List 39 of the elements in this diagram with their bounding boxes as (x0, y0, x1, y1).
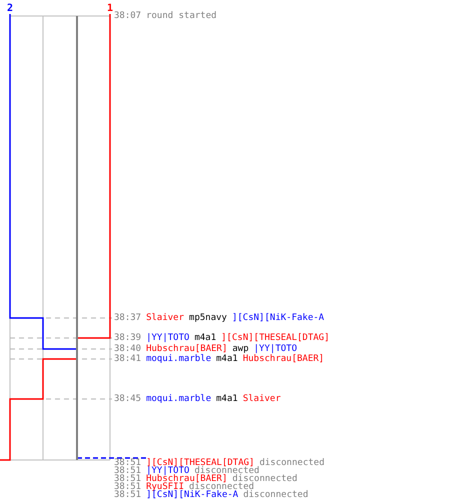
timestamp: 38:51 (114, 491, 142, 499)
player-name: moqui.marble (146, 395, 212, 403)
weapon-name: m4a1 (194, 334, 216, 342)
timestamp: 38:07 (114, 12, 142, 20)
player-name: Slaiver (242, 395, 281, 403)
weapon-name: m4a1 (216, 395, 238, 403)
team-number: 1 (106, 4, 114, 14)
player-name: ][CsN][THESEAL[DTAG] (146, 459, 254, 467)
player-name: |YY|TOTO (254, 345, 297, 353)
timestamp: 38:45 (114, 395, 142, 403)
timestamp: 38:41 (114, 355, 142, 363)
player-name: Slaiver (146, 314, 184, 322)
timestamp: 38:51 (114, 475, 142, 483)
event-text: disconnected (194, 467, 260, 475)
player-name: moqui.marble (146, 355, 212, 363)
player-name: RyuSFII (146, 483, 184, 491)
weapon-name: m4a1 (216, 355, 238, 363)
event-text: disconnected (243, 491, 308, 499)
timestamp: 38:37 (114, 314, 142, 322)
timestamp: 38:51 (114, 459, 142, 467)
timestamp: 38:51 (114, 483, 142, 491)
player-name: Hubschrau[BAER] (242, 355, 324, 363)
player-name: Hubschrau[BAER] (146, 475, 228, 483)
event-text: disconnected (259, 459, 324, 467)
event-text: round started (146, 12, 217, 20)
team-number: 2 (6, 4, 14, 14)
player-name: ][CsN][NiK-Fake-A (146, 491, 238, 499)
player-name: ][CsN][THESEAL[DTAG] (221, 334, 330, 342)
player-name: Hubschrau[BAER] (146, 345, 228, 353)
weapon-name: mp5navy (189, 314, 227, 322)
timestamp: 38:39 (114, 334, 142, 342)
player-name: |YY|TOTO (146, 334, 190, 342)
weapon-name: awp (232, 345, 249, 353)
player-name: |YY|TOTO (146, 467, 190, 475)
player-name: ][CsN][NiK-Fake-A (232, 314, 324, 322)
timestamp: 38:40 (114, 345, 142, 353)
timestamp: 38:51 (114, 467, 142, 475)
event-text: disconnected (189, 483, 254, 491)
event-text: disconnected (232, 475, 298, 483)
